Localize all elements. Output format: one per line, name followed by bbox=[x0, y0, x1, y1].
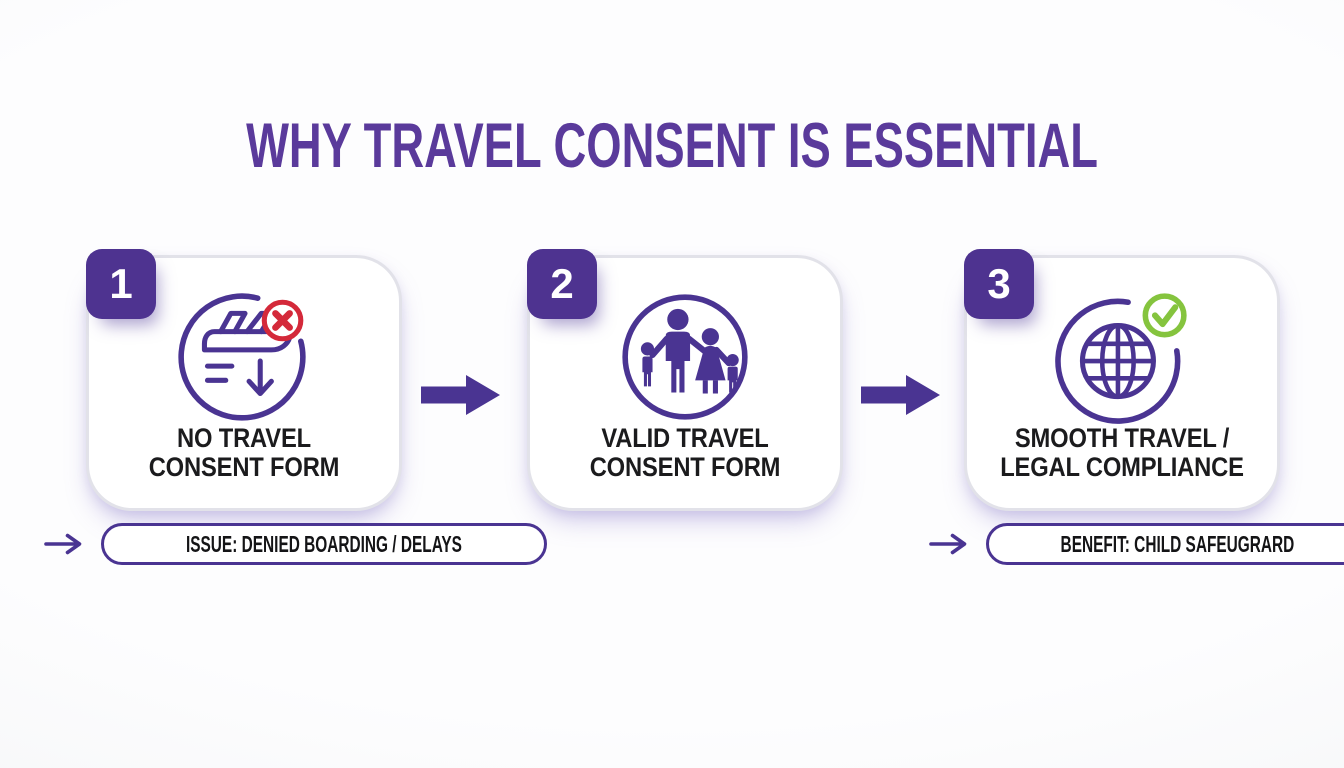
benefit-callout: BENEFIT: CHILD SAFEUGRARD bbox=[929, 522, 1344, 566]
step-label: SMOOTH TRAVEL / LEGAL COMPLIANCE bbox=[1000, 423, 1244, 482]
step-card-2: 2 bbox=[527, 249, 843, 511]
callout-pill: BENEFIT: CHILD SAFEUGRARD bbox=[986, 523, 1344, 565]
flow-arrow-icon bbox=[421, 371, 501, 419]
callout-arrow-icon bbox=[929, 531, 973, 557]
step-number: 2 bbox=[550, 260, 574, 307]
step-label: NO TRAVEL CONSENT FORM bbox=[148, 423, 340, 482]
issue-callout: ISSUE: DENIED BOARDING / DELAYS bbox=[44, 522, 547, 566]
flow-arrow-icon bbox=[861, 371, 941, 419]
globe-approved-icon bbox=[1051, 286, 1193, 428]
callout-text: BENEFIT: CHILD SAFEUGRARD bbox=[1060, 530, 1295, 557]
page-title: WHY TRAVEL CONSENT IS ESSENTIAL bbox=[246, 111, 1098, 182]
callout-text: ISSUE: DENIED BOARDING / DELAYS bbox=[185, 530, 462, 557]
family-icon bbox=[614, 286, 756, 428]
step-number-badge: 2 bbox=[527, 249, 597, 319]
step-number-badge: 3 bbox=[964, 249, 1034, 319]
callout-pill: ISSUE: DENIED BOARDING / DELAYS bbox=[101, 523, 547, 565]
step-number: 3 bbox=[987, 260, 1011, 307]
step-number-badge: 1 bbox=[86, 249, 156, 319]
step-number: 1 bbox=[109, 260, 133, 307]
step-card-3: 3 SMOOTH TRAVEL / LEGAL COMPLIANCE bbox=[964, 249, 1280, 511]
callout-arrow-icon bbox=[44, 531, 88, 557]
step-label: VALID TRAVEL CONSENT FORM bbox=[589, 423, 781, 482]
step-card-1: 1 NO TRAVEL CONSENT FORM bbox=[86, 249, 402, 511]
plane-denied-icon bbox=[173, 286, 315, 428]
